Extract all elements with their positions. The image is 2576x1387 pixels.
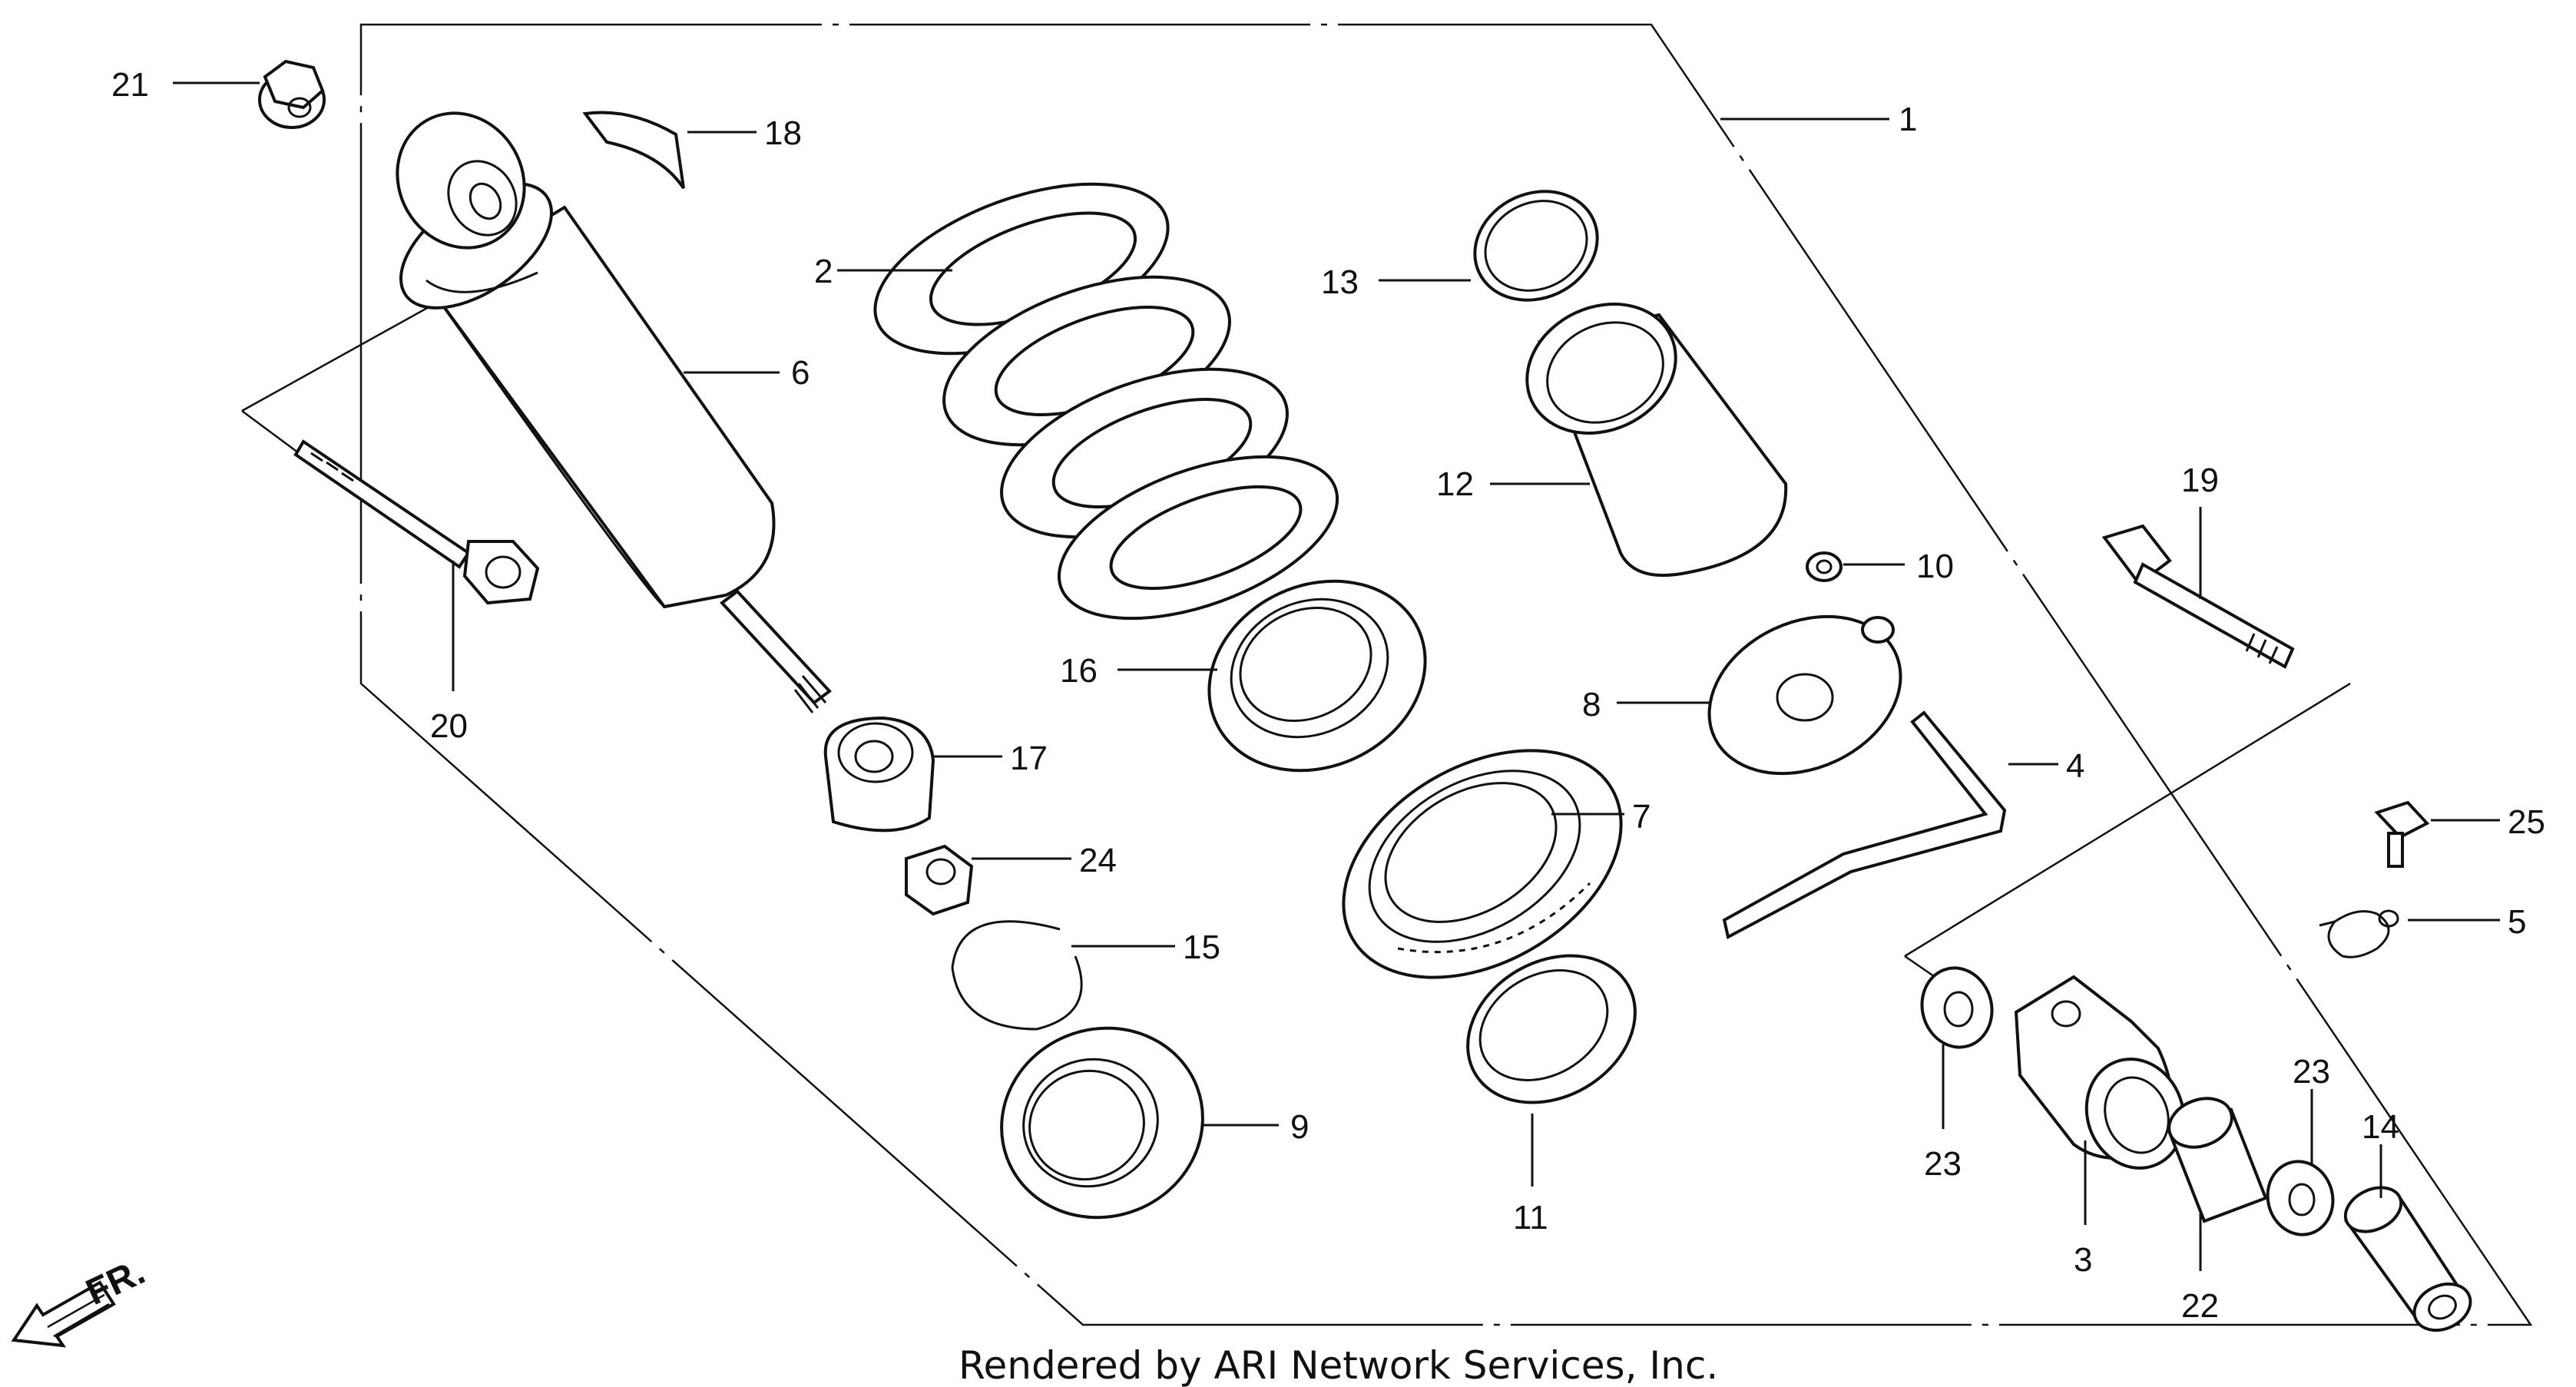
part-6-shock-absorber — [396, 111, 832, 713]
callout-14: 14 — [2362, 1108, 2399, 1146]
callout-2: 2 — [814, 253, 833, 290]
callout-9: 9 — [1290, 1108, 1309, 1146]
part-19-bolt — [2101, 507, 2295, 669]
callout-10: 10 — [1916, 548, 1954, 585]
callout-11: 11 — [1513, 1199, 1548, 1236]
part-16-seat — [1117, 579, 1427, 773]
part-3-clevis — [2014, 975, 2186, 1225]
callout-20: 20 — [430, 707, 468, 745]
callout-8: 8 — [1582, 686, 1601, 723]
callout-1: 1 — [1899, 101, 1917, 138]
callout-6: 6 — [791, 354, 810, 392]
callout-22: 22 — [2181, 1287, 2219, 1325]
callout-17: 17 — [1010, 740, 1048, 777]
callout-labels: 1 2 3 4 5 6 7 8 9 10 11 12 13 14 15 16 1… — [111, 66, 2545, 1325]
callout-16: 16 — [1060, 652, 1098, 690]
part-20-bolt — [293, 439, 540, 691]
part-7-bearing — [1342, 749, 1624, 979]
front-arrow-icon — [11, 1280, 116, 1348]
part-24-nut — [905, 844, 1071, 916]
callout-5: 5 — [2508, 903, 2526, 941]
callout-4: 4 — [2066, 747, 2084, 785]
callout-24: 24 — [1079, 842, 1117, 879]
callout-12: 12 — [1436, 465, 1474, 503]
part-15-circlip — [951, 920, 1175, 1031]
callout-18: 18 — [764, 114, 802, 152]
callout-3: 3 — [2074, 1241, 2092, 1279]
part-12-sleeve — [1490, 303, 1788, 578]
part-11-ring — [1466, 954, 1637, 1187]
callout-21: 21 — [111, 66, 149, 104]
part-8-plate — [1617, 614, 1902, 776]
callout-15: 15 — [1183, 929, 1220, 966]
render-credit: Rendered by ARI Network Services, Inc. — [959, 1343, 1718, 1387]
callout-23-left: 23 — [1924, 1145, 1962, 1183]
part-23-washer-right — [2266, 1089, 2335, 1236]
callout-25: 25 — [2508, 803, 2545, 841]
part-18-label — [582, 111, 757, 190]
part-23-washer-left — [1920, 966, 1994, 1129]
part-21-flange-nut — [173, 59, 326, 129]
part-17-bushing — [823, 716, 1002, 833]
part-2-coil-spring — [837, 182, 1339, 621]
part-14-collar — [2343, 1144, 2472, 1332]
part-25-bolt — [2374, 800, 2500, 868]
part-9-seat — [1000, 1026, 1279, 1220]
part-13-ring — [1379, 190, 1599, 302]
callout-13: 13 — [1321, 263, 1359, 301]
part-10-small-nut — [1806, 551, 1905, 582]
callout-23-right: 23 — [2293, 1053, 2330, 1091]
callout-19: 19 — [2181, 462, 2219, 499]
part-22-bushing — [2167, 1097, 2268, 1271]
callout-7: 7 — [1632, 798, 1651, 836]
part-4-rod — [1722, 710, 2058, 939]
front-direction-marker: FR. — [11, 1251, 151, 1348]
part-5-clip — [2319, 909, 2500, 958]
